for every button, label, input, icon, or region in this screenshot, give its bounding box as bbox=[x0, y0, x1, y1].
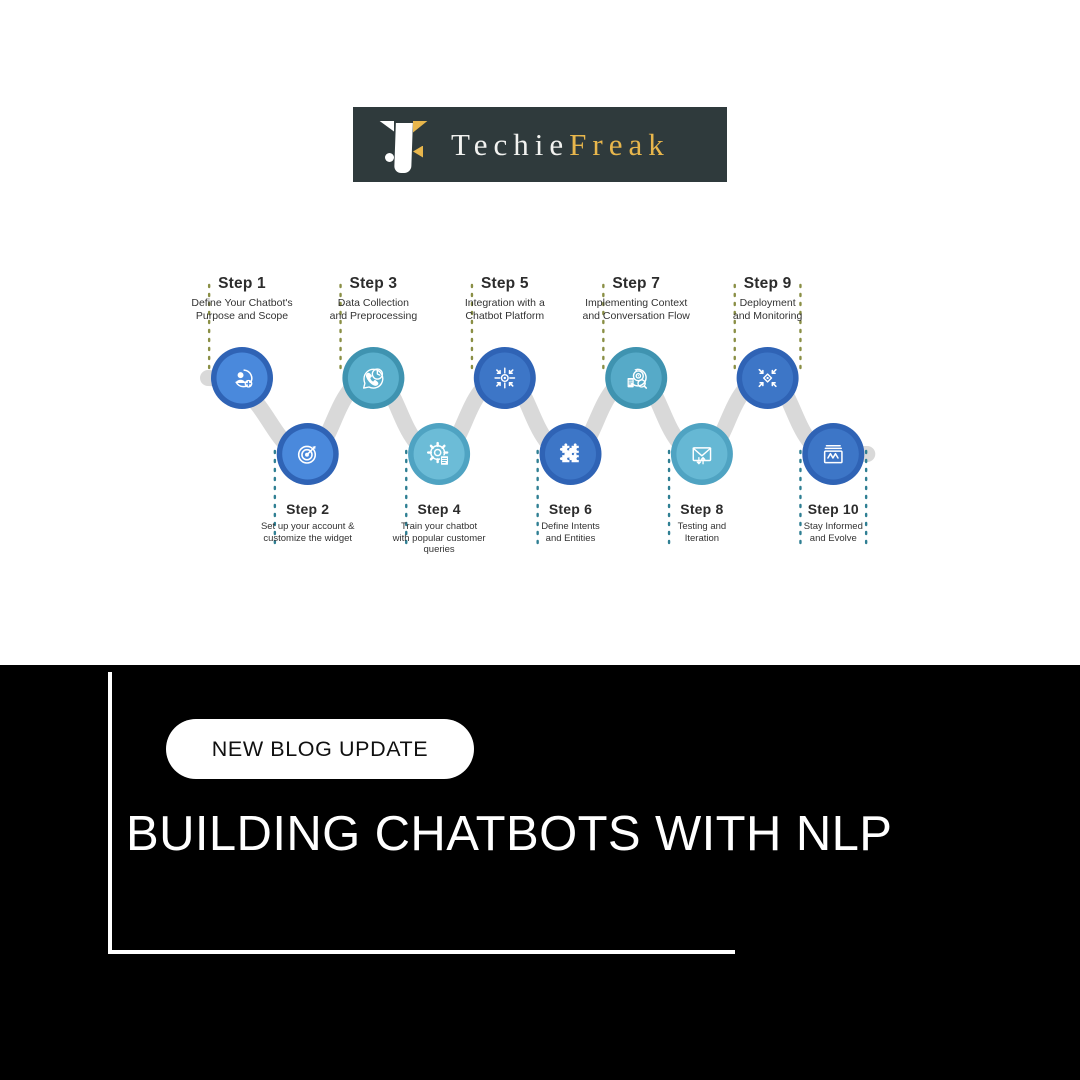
techiefreak-t-mark-icon bbox=[375, 117, 437, 173]
brand-wordmark: TechieFreak bbox=[451, 127, 670, 163]
step-node-9[interactable] bbox=[736, 347, 799, 409]
step-number: Step 1 bbox=[218, 275, 266, 292]
page-title: BUILDING CHATBOTS WITH NLP bbox=[126, 807, 893, 861]
promo-banner bbox=[0, 665, 1080, 1080]
new-blog-update-badge[interactable]: NEW BLOG UPDATE bbox=[166, 719, 474, 779]
step-number: Step 6 bbox=[548, 501, 593, 517]
step-node-4[interactable] bbox=[408, 423, 471, 485]
step-node-3[interactable] bbox=[342, 347, 405, 409]
step-node-1[interactable] bbox=[211, 347, 273, 409]
step-label-2: Step 2 Set up your account &customize the… bbox=[233, 501, 383, 544]
step-number: Step 7 bbox=[612, 275, 661, 292]
step-number: Step 8 bbox=[680, 501, 724, 517]
step-node-6[interactable] bbox=[539, 423, 602, 485]
step-number: Step 5 bbox=[480, 275, 529, 292]
converge-arrows-icon bbox=[494, 367, 516, 389]
step-node-5[interactable] bbox=[473, 347, 536, 409]
step-number: Step 2 bbox=[286, 501, 330, 517]
user-add-icon bbox=[235, 369, 253, 388]
step-number: Step 9 bbox=[743, 275, 792, 292]
network-arrows-icon bbox=[758, 368, 777, 388]
document-search-icon bbox=[627, 368, 648, 389]
step-number: Step 10 bbox=[807, 501, 859, 517]
brand-logo: TechieFreak bbox=[353, 107, 727, 182]
analytics-box-icon bbox=[823, 444, 843, 464]
badge-label: NEW BLOG UPDATE bbox=[211, 736, 429, 761]
gear-document-icon bbox=[426, 441, 449, 466]
step-description: Set up your account &customize the widge… bbox=[260, 521, 355, 544]
envelope-transfer-icon bbox=[692, 447, 712, 465]
step-node-7[interactable] bbox=[605, 347, 668, 409]
step-node-2[interactable] bbox=[276, 423, 339, 485]
step-number: Step 4 bbox=[417, 501, 461, 517]
frame-vertical-rule bbox=[108, 672, 112, 954]
brand-name-part2: Freak bbox=[569, 126, 670, 162]
step-number: Step 3 bbox=[349, 275, 398, 292]
puzzle-network-icon bbox=[559, 443, 579, 463]
step-node-8[interactable] bbox=[670, 423, 733, 485]
phone-clock-chat-icon bbox=[362, 368, 384, 389]
target-icon bbox=[297, 445, 317, 464]
frame-horizontal-rule bbox=[108, 950, 735, 954]
roadmap-graphics bbox=[200, 283, 876, 545]
brand-name-part1: Techie bbox=[451, 126, 570, 162]
step-node-10[interactable] bbox=[802, 423, 865, 485]
